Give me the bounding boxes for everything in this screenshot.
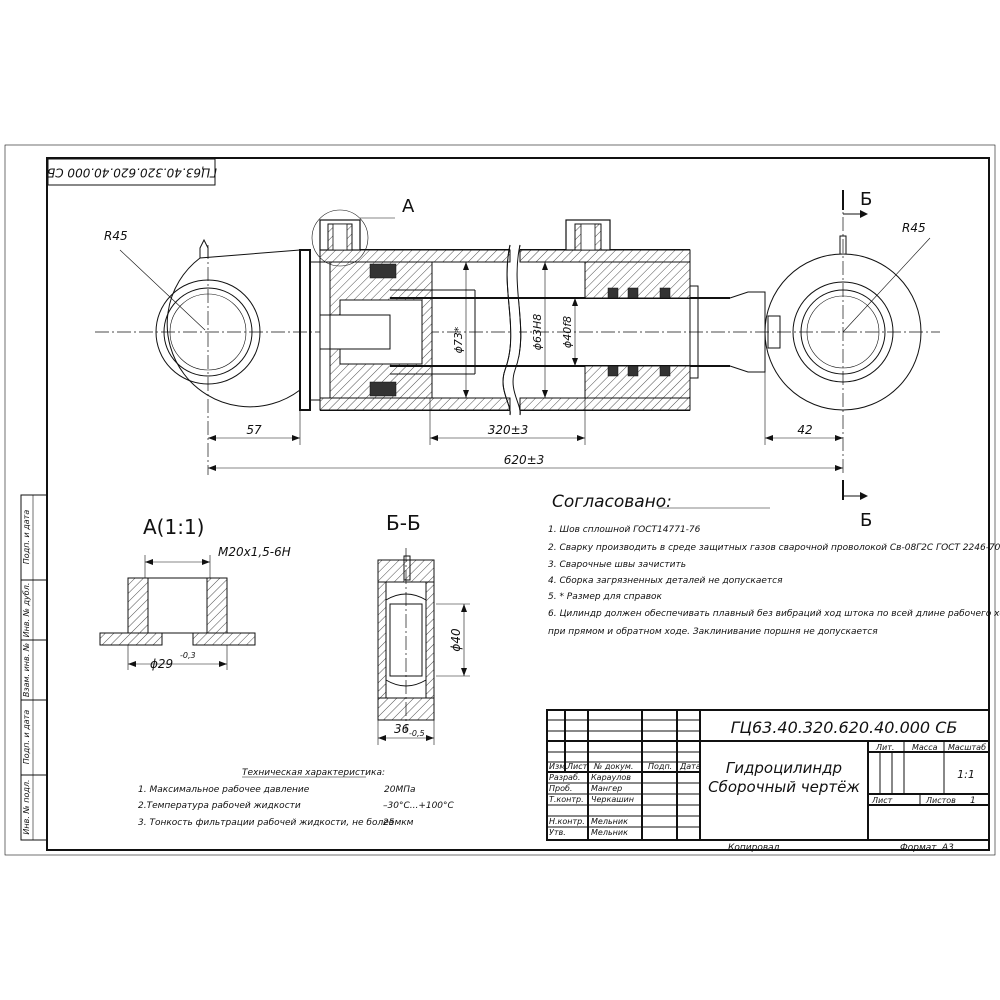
detail-a-thread: М20х1,5-6Н bbox=[218, 545, 291, 559]
side-label: Подп. и дата bbox=[22, 510, 31, 565]
radius-right-label: R45 bbox=[902, 221, 926, 235]
detail-a-circle bbox=[311, 209, 369, 267]
top-number-box: ГЦ63.40.320.620.40.000 СБ bbox=[47, 158, 217, 186]
section-b-top-label: Б bbox=[860, 189, 872, 210]
section-bb-diameter: ϕ40 bbox=[449, 628, 463, 652]
top-drawing-number: ГЦ63.40.320.620.40.000 СБ bbox=[47, 166, 217, 180]
approval-label: Согласовано: bbox=[552, 492, 672, 512]
title-name-line2: Сборочный чертёж bbox=[708, 778, 860, 796]
mass-label: Масса bbox=[912, 743, 938, 752]
cylinder-flange bbox=[299, 249, 311, 411]
section-bb-tolerance: -0,5 bbox=[409, 729, 425, 738]
grease-nipple-icon bbox=[199, 238, 209, 258]
view-a-label: А bbox=[402, 196, 415, 217]
detail-a-title: А(1:1) bbox=[143, 515, 204, 539]
tech-value: –30°С...+100°С bbox=[383, 801, 455, 811]
role-name: Мельник bbox=[591, 817, 628, 826]
sheets-value: 1 bbox=[970, 796, 976, 806]
lit-label: Лит. bbox=[875, 743, 894, 752]
note-line: 5. * Размер для справок bbox=[548, 592, 663, 602]
dim-bore: ϕ63H8 bbox=[531, 314, 544, 351]
copied-label: Копировал bbox=[728, 843, 780, 853]
role-name: Мельник bbox=[591, 828, 628, 837]
section-b-bottom-label: Б bbox=[860, 510, 872, 531]
title-block: ГЦ63.40.320.620.40.000 СБ Гидроцилиндр С… bbox=[546, 709, 990, 853]
dim-left-offset: 57 bbox=[246, 423, 262, 437]
spherical-bearing bbox=[385, 593, 427, 687]
col-header: Дата bbox=[679, 762, 701, 771]
tech-value: 25мкм bbox=[383, 818, 414, 828]
title-name-line1: Гидроцилиндр bbox=[726, 759, 842, 777]
dim-rod-outer: ϕ73* bbox=[452, 326, 465, 353]
role-label: Утв. bbox=[549, 828, 566, 837]
side-strip: Подп. и дата Инв. № дубл. Взам. инв. № П… bbox=[20, 494, 48, 841]
col-header: Подп. bbox=[648, 762, 672, 771]
role-label: Разраб. bbox=[549, 773, 580, 782]
note-line: 3. Сварочные швы зачистить bbox=[548, 560, 686, 570]
role-label: Н.контр. bbox=[549, 817, 585, 826]
scale-value: 1:1 bbox=[957, 768, 975, 781]
scale-label: Масштаб bbox=[948, 743, 986, 752]
note-line: при прямом и обратном ходе. Заклинивание… bbox=[548, 627, 878, 637]
note-line: 1. Шов сплошной ГОСТ14771-76 bbox=[548, 525, 701, 535]
dim-right-offset: 42 bbox=[797, 423, 812, 437]
tech-label: 3. Тонкость фильтрации рабочей жидкости,… bbox=[138, 818, 395, 828]
role-label: Т.контр. bbox=[549, 795, 584, 804]
detail-a-view: А(1:1) М20х1,5-6Н ϕ29 -0,3 bbox=[99, 515, 291, 671]
col-header: Изм. bbox=[549, 762, 568, 771]
role-name: Черкашин bbox=[591, 795, 634, 804]
section-bb-title: Б-Б bbox=[386, 511, 421, 535]
outer-border bbox=[4, 144, 996, 856]
side-label: Инв. № подл. bbox=[22, 779, 31, 834]
col-header: № докум. bbox=[593, 762, 633, 771]
dim-total-length: 620±3 bbox=[504, 453, 545, 467]
title-doc-number: ГЦ63.40.320.620.40.000 СБ bbox=[731, 718, 958, 737]
radius-left-label: R45 bbox=[104, 229, 128, 243]
detail-a-tolerance: -0,3 bbox=[180, 651, 196, 660]
technical-characteristics: Техническая характеристика: 1. Максималь… bbox=[138, 768, 455, 828]
side-label: Взам. инв. № bbox=[22, 643, 31, 697]
role-name: Мангер bbox=[591, 784, 622, 793]
technical-notes: Согласовано: 1. Шов сплошной ГОСТ14771-7… bbox=[548, 492, 1000, 637]
col-header: Лист bbox=[566, 762, 588, 771]
note-line: 2. Сварку производить в среде защитных г… bbox=[548, 543, 1000, 553]
role-name: Караулов bbox=[591, 773, 631, 782]
format-value: А3 bbox=[941, 843, 954, 853]
left-eye-bore bbox=[163, 287, 253, 377]
sheet-label: Лист bbox=[871, 796, 893, 805]
side-label: Инв. № дубл. bbox=[22, 583, 31, 638]
section-bb-view: Б-Б ϕ40 36 -0,5 bbox=[377, 511, 470, 745]
side-label: Подп. и дата bbox=[22, 710, 31, 765]
detail-a-diameter: ϕ29 bbox=[150, 657, 173, 671]
tech-label: 1. Максимальное рабочее давление bbox=[138, 785, 310, 795]
note-line: 6. Цилиндр должен обеспечивать плавный б… bbox=[548, 609, 1000, 619]
tech-label: 2.Температура рабочей жидкости bbox=[138, 801, 301, 811]
note-line: 4. Сборка загрязненных деталей не допуск… bbox=[548, 576, 783, 586]
cylinder-main-view: R45 bbox=[95, 189, 940, 531]
role-label: Проб. bbox=[549, 784, 572, 793]
dim-rod: ϕ40f8 bbox=[561, 316, 574, 348]
left-eye-lug bbox=[166, 249, 301, 408]
section-bb-width: 36 bbox=[394, 722, 410, 736]
dim-stroke: 320±3 bbox=[488, 423, 529, 437]
format-label: Формат bbox=[900, 843, 937, 853]
tech-value: 20МПа bbox=[384, 785, 416, 795]
sheets-label: Листов bbox=[925, 796, 956, 805]
tech-title: Техническая характеристика: bbox=[242, 768, 385, 778]
